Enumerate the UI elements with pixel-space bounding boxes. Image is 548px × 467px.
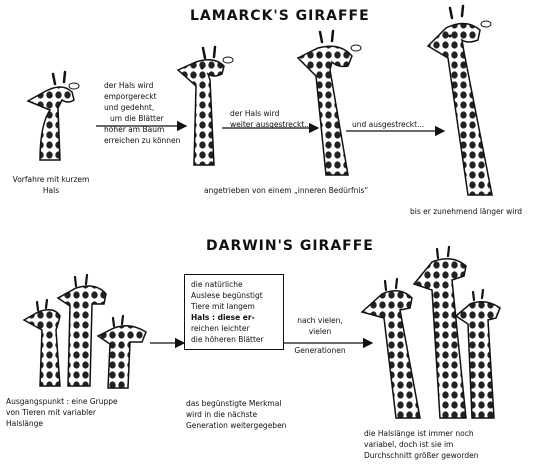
- lamarck-step3-text: und ausgestreckt...: [352, 119, 424, 130]
- step-line: um die Blätter: [110, 113, 180, 124]
- darwin-group-result: [362, 247, 500, 418]
- caption-line: Vorfahre mit kurzem: [6, 174, 96, 185]
- step-line: weiter ausgestreckt...: [230, 119, 311, 130]
- box-line: Tiere mit langem: [191, 301, 277, 312]
- lamarck-giraffe-3: [298, 31, 361, 175]
- caption-line: von Tieren mit variabler: [6, 407, 118, 418]
- box-line: reichen leichter: [191, 323, 277, 334]
- lamarck-driver-text: angetrieben von einem „inneren Bedürfnis…: [204, 185, 368, 196]
- step-line: höher am Baum: [104, 124, 180, 135]
- natural-selection-box: die natürliche Auslese begünstigt Tiere …: [184, 274, 284, 350]
- lamarck-ancestor-caption: Vorfahre mit kurzem Hals: [6, 174, 96, 196]
- generations-line: nach vielen,: [282, 315, 358, 326]
- darwin-inheritance-text: das begünstigte Merkmal wird in die näch…: [186, 398, 286, 431]
- darwin-generations-text: nach vielen, vielen Generationen: [282, 315, 358, 356]
- inheritance-line: das begünstigte Merkmal: [186, 398, 286, 409]
- lamarck-step2-text: der Hals wird weiter ausgestreckt...: [230, 108, 311, 130]
- step-line: und gedehnt,: [104, 102, 180, 113]
- generations-line: vielen: [282, 326, 358, 337]
- step-line: der Hals wird: [230, 108, 311, 119]
- box-line: die natürliche: [191, 279, 277, 290]
- result-line: die Halslänge ist immer noch: [364, 428, 478, 439]
- lamarck-giraffe-4: [428, 6, 492, 195]
- box-line: die höheren Blätter: [191, 334, 277, 345]
- step-line: erreichen zu können: [104, 135, 180, 146]
- lamarck-giraffe-1: [28, 72, 79, 160]
- darwin-start-caption: Ausgangspunkt : eine Gruppe von Tieren m…: [6, 396, 118, 429]
- caption-line: Ausgangspunkt : eine Gruppe: [6, 396, 118, 407]
- darwin-group-start: [24, 275, 146, 388]
- inheritance-line: Generation weitergegeben: [186, 420, 286, 431]
- lamarck-step1-text: der Hals wird emporgereckt und gedehnt, …: [104, 80, 180, 146]
- result-line: variabel, doch ist sie im: [364, 439, 478, 450]
- darwin-result-text: die Halslänge ist immer noch variabel, d…: [364, 428, 478, 461]
- box-line: Auslese begünstigt: [191, 290, 277, 301]
- step-line: der Hals wird: [104, 80, 180, 91]
- lamarck-giraffe-2: [178, 47, 233, 165]
- step-line: emporgereckt: [104, 91, 180, 102]
- darwin-title: DARWIN'S GIRAFFE: [206, 238, 374, 254]
- generations-line: Generationen: [282, 345, 358, 356]
- result-line: Durchschnitt größer geworden: [364, 450, 478, 461]
- lamarck-result-text: bis er zunehmend länger wird: [410, 206, 522, 217]
- box-line: Hals : diese er-: [191, 312, 277, 323]
- lamarck-title: LAMARCK'S GIRAFFE: [190, 8, 370, 24]
- caption-line: Halslänge: [6, 418, 118, 429]
- caption-line: Hals: [6, 185, 96, 196]
- inheritance-line: wird in die nächste: [186, 409, 286, 420]
